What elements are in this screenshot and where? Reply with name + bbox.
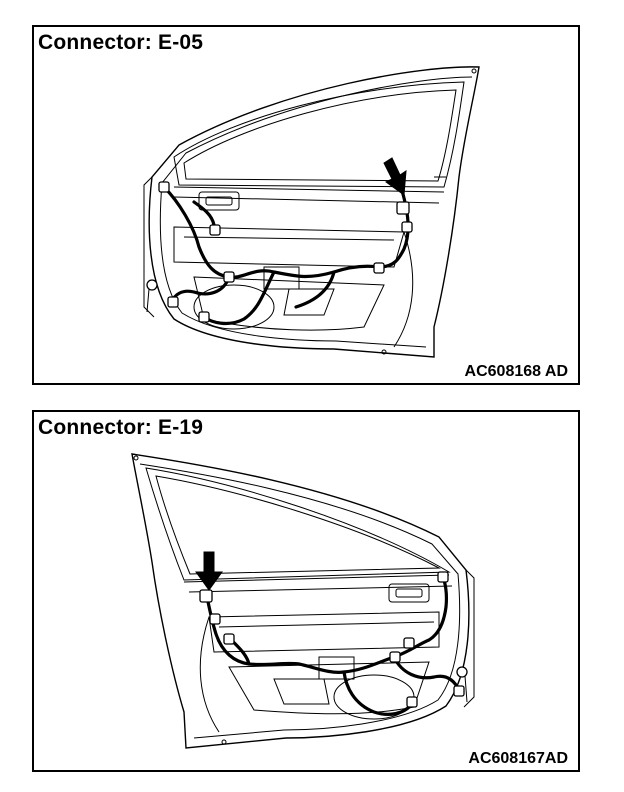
arrow-icon — [195, 551, 223, 591]
door-frame — [143, 66, 480, 358]
figure-code: AC608167AD — [468, 750, 568, 767]
connector-e05-panel: Connector: E-05 — [32, 25, 580, 385]
arrow-icon — [383, 157, 407, 196]
connectors — [146, 181, 413, 323]
panel-title: Connector: E-05 — [38, 31, 204, 54]
connector-e19-panel: Connector: E-19 — [32, 410, 580, 772]
connectors — [199, 571, 468, 708]
wiring-harness — [204, 578, 461, 716]
door-harness-illustration — [131, 453, 475, 749]
panel-title: Connector: E-19 — [38, 416, 204, 439]
door-frame — [131, 453, 475, 749]
connector-e19 — [199, 589, 213, 603]
door-harness-illustration — [143, 66, 480, 358]
connector-e05 — [396, 201, 410, 215]
wiring-harness — [162, 180, 410, 326]
figure-code: AC608168 AD — [464, 363, 568, 380]
